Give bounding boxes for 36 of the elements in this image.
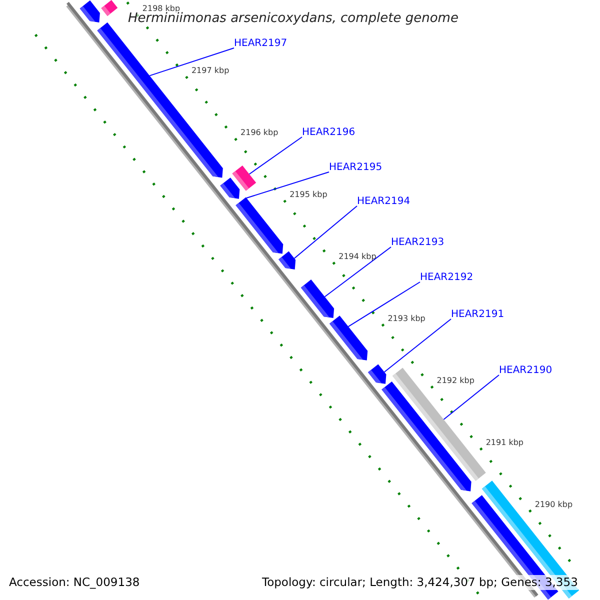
scale-label: 2190 kbp — [534, 500, 573, 510]
leader-line — [294, 206, 358, 259]
gene-feature — [236, 197, 284, 254]
footer-text: Accession: NC_009138 — [9, 575, 140, 590]
leader-line — [443, 374, 500, 420]
gene-feature — [220, 178, 240, 199]
gene-block — [101, 0, 118, 16]
leader-line — [248, 136, 302, 175]
gene-label: HEAR2195 — [329, 162, 382, 174]
footer-text: Topology: circular; Length: 3,424,307 bp; Genes: 3,353 — [262, 575, 578, 590]
gene-feature — [278, 251, 296, 270]
leader-line — [246, 172, 330, 198]
gene-label: HEAR2190 — [499, 365, 552, 377]
scale-label: 2194 kbp — [338, 252, 376, 262]
gene-label: HEAR2194 — [357, 196, 410, 208]
title: Herminiimonas arsenicoxydans, complete genome — [128, 11, 458, 26]
leader-line — [384, 318, 452, 373]
gene-label: HEAR2192 — [420, 272, 474, 284]
scale-label: 2198 kbp — [142, 4, 180, 14]
gene-feature — [329, 316, 368, 360]
gene-label: HEAR2191 — [451, 309, 504, 321]
scale-label: 2196 kbp — [240, 128, 278, 138]
scale-label: 2195 kbp — [290, 190, 328, 200]
leader-line — [348, 282, 420, 328]
gene-feature — [80, 0, 100, 22]
scale-label: 2193 kbp — [388, 314, 426, 324]
gene-label: HEAR2197 — [234, 38, 288, 50]
scale-label: 2192 kbp — [436, 376, 474, 386]
gene-feature — [368, 364, 386, 384]
gene-label: HEAR2193 — [391, 237, 444, 249]
leader-line — [149, 48, 234, 76]
gene-feature — [300, 280, 334, 318]
scale-label: 2191 kbp — [486, 438, 524, 448]
gene-label: HEAR2196 — [302, 127, 356, 139]
leader-line — [324, 246, 392, 298]
scale-label: 2197 kbp — [191, 66, 230, 76]
